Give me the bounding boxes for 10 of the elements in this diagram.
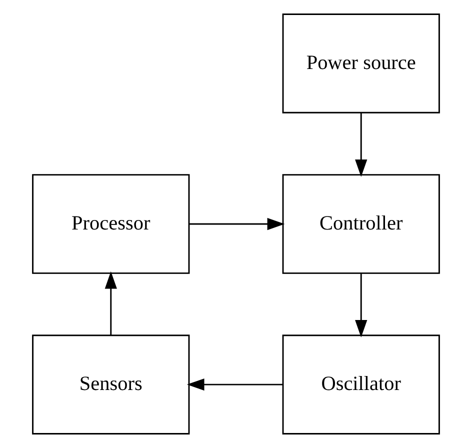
arrow (104, 271, 117, 336)
node-box: Power source (282, 14, 440, 114)
node-box: Oscillator (282, 334, 440, 434)
arrow (186, 378, 282, 391)
node-box: Sensors (32, 334, 190, 434)
arrow (189, 218, 285, 230)
node-box: Processor (32, 174, 190, 274)
arrow (355, 113, 368, 177)
node-box: Controller (282, 174, 440, 274)
arrow (355, 274, 368, 338)
